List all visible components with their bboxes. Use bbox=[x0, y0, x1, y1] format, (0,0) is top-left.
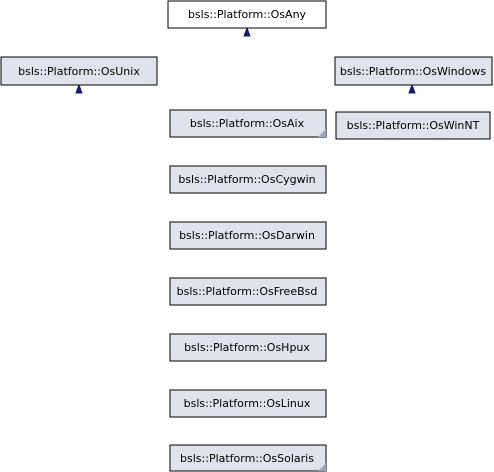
node-os-cygwin[interactable]: bsls::Platform::OsCygwin bbox=[169, 165, 327, 194]
node-os-free-bsd[interactable]: bsls::Platform::OsFreeBsd bbox=[169, 277, 327, 306]
node-os-solaris[interactable]: bsls::Platform::OsSolaris bbox=[169, 444, 327, 472]
arrow-head-windows bbox=[408, 83, 416, 94]
node-os-hpux-box bbox=[169, 333, 327, 362]
node-os-linux[interactable]: bsls::Platform::OsLinux bbox=[169, 389, 327, 418]
node-os-cygwin-box bbox=[169, 165, 327, 194]
node-os-any[interactable]: bsls::Platform::OsAny bbox=[167, 0, 327, 29]
node-os-cygwin-label: bsls::Platform::OsCygwin bbox=[178, 173, 315, 186]
node-os-solaris-box bbox=[169, 444, 327, 472]
node-os-win-nt-box bbox=[335, 111, 491, 140]
node-os-solaris-fold-icon bbox=[318, 463, 326, 471]
node-os-unix-box bbox=[0, 56, 158, 86]
node-os-darwin[interactable]: bsls::Platform::OsDarwin bbox=[169, 221, 327, 250]
node-os-linux-label: bsls::Platform::OsLinux bbox=[184, 397, 311, 410]
arrow-heads bbox=[75, 26, 416, 94]
arrow-head-unix bbox=[75, 83, 83, 94]
node-os-windows-box bbox=[334, 56, 493, 86]
node-os-linux-box bbox=[169, 389, 327, 418]
node-os-windows-label: bsls::Platform::OsWindows bbox=[340, 65, 486, 78]
node-os-free-bsd-box bbox=[169, 277, 327, 306]
node-os-windows[interactable]: bsls::Platform::OsWindows bbox=[334, 56, 493, 86]
node-os-unix[interactable]: bsls::Platform::OsUnix bbox=[0, 56, 158, 86]
node-os-any-box bbox=[167, 0, 327, 29]
node-os-hpux[interactable]: bsls::Platform::OsHpux bbox=[169, 333, 327, 362]
arrow-head-any bbox=[243, 26, 251, 37]
node-os-win-nt[interactable]: bsls::Platform::OsWinNT bbox=[335, 111, 491, 140]
node-os-free-bsd-label: bsls::Platform::OsFreeBsd bbox=[177, 285, 318, 298]
node-os-any-label: bsls::Platform::OsAny bbox=[188, 8, 307, 21]
node-os-darwin-label: bsls::Platform::OsDarwin bbox=[179, 229, 315, 242]
node-os-hpux-label: bsls::Platform::OsHpux bbox=[184, 341, 310, 354]
node-os-win-nt-label: bsls::Platform::OsWinNT bbox=[347, 119, 480, 132]
node-os-aix-box bbox=[169, 109, 327, 138]
node-os-darwin-box bbox=[169, 221, 327, 250]
node-os-unix-label: bsls::Platform::OsUnix bbox=[18, 65, 140, 78]
node-os-aix[interactable]: bsls::Platform::OsAix bbox=[169, 109, 327, 138]
node-os-aix-label: bsls::Platform::OsAix bbox=[190, 117, 305, 130]
node-os-solaris-label: bsls::Platform::OsSolaris bbox=[180, 452, 314, 465]
node-os-aix-fold-icon bbox=[318, 129, 326, 137]
